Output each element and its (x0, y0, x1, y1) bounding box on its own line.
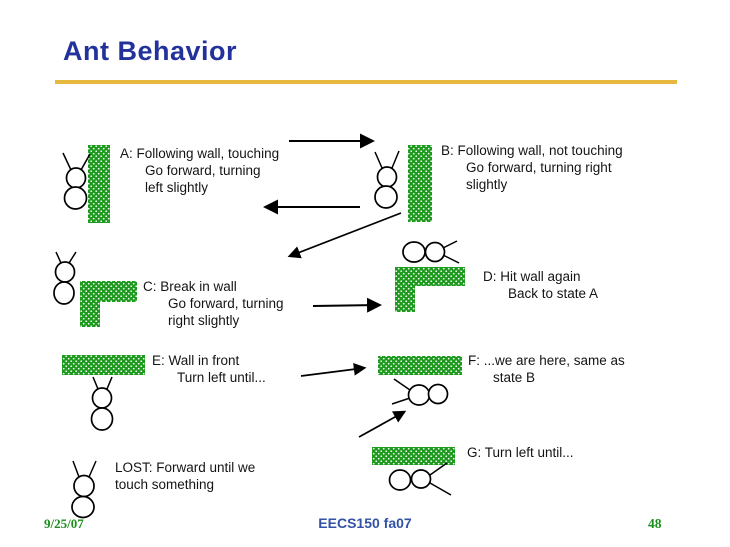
ant-icon (402, 240, 460, 264)
ant-icon (53, 251, 77, 305)
ant-icon (71, 460, 97, 519)
arrow-g-to-f (358, 410, 407, 438)
scenario-f-line: F: ...we are here, same as (468, 353, 625, 368)
scenario-b-line: Go forward, turning right (466, 160, 612, 175)
ant-icon (391, 378, 449, 406)
wall-shape-e (62, 355, 145, 375)
page-title: Ant Behavior (63, 36, 238, 66)
scenario-b-line: B: Following wall, not touching (441, 143, 623, 158)
scenario-b-label: B: Following wall, not touching Go forwa… (441, 142, 623, 193)
scenario-a-line: Go forward, turning (145, 163, 261, 178)
scenario-g-line: G: Turn left until... (467, 445, 574, 460)
wall-shape-g (372, 447, 455, 465)
scenario-a-label: A: Following wall, touching Go forward, … (120, 145, 279, 196)
wall-shape-f (378, 356, 462, 375)
footer-date: 9/25/07 (44, 516, 84, 531)
footer-course: EECS150 fa07 (318, 515, 412, 531)
ant-icon (90, 376, 114, 431)
scenario-e-line: Turn left until... (177, 370, 266, 385)
scenario-a-line: A: Following wall, touching (120, 146, 280, 161)
scenario-f-label: F: ...we are here, same as state B (468, 352, 625, 386)
scenario-lost-label: LOST: Forward until we touch something (115, 459, 255, 493)
scenario-d-line: D: Hit wall again (483, 269, 581, 284)
wall-shape-d (395, 267, 465, 312)
scenario-c-label: C: Break in wall Go forward, turning rig… (143, 278, 284, 329)
scenario-e-label: E: Wall in front Turn left until... (152, 352, 266, 386)
wall-shape-c (80, 281, 137, 327)
scenario-c-line: right slightly (168, 313, 240, 328)
ant-icon (374, 150, 400, 209)
page-number: 48 (648, 516, 662, 531)
scenario-lost-line: LOST: Forward until we (115, 460, 256, 475)
title-underline (55, 80, 677, 84)
ant-icon (62, 152, 91, 210)
scenario-lost-line: touch something (115, 477, 215, 492)
scenario-c-line: C: Break in wall (143, 279, 237, 294)
scenario-d-line: Back to state A (508, 286, 599, 301)
walls (62, 145, 465, 465)
arrow-e-to-f (300, 362, 367, 377)
ant-icon (388, 462, 452, 496)
arrow-b-to-c (287, 212, 402, 259)
arrow-c-to-d (312, 297, 382, 313)
scenario-g-label: G: Turn left until... (467, 444, 574, 461)
scenario-f-line: state B (493, 370, 536, 385)
scenario-c-line: Go forward, turning (168, 296, 284, 311)
wall-shape-b (408, 145, 432, 222)
scenario-a-line: left slightly (145, 180, 209, 195)
wall-shape-a (88, 145, 110, 223)
scenario-e-line: E: Wall in front (152, 353, 240, 368)
scenario-b-line: slightly (466, 177, 508, 192)
scenario-d-label: D: Hit wall again Back to state A (483, 268, 598, 302)
